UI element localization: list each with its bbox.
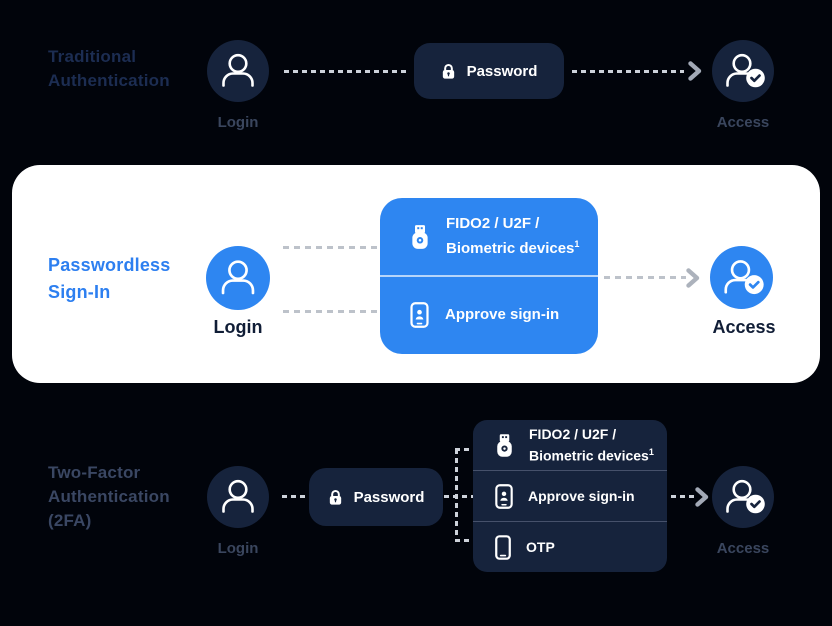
arrow-chevron-icon (686, 268, 700, 288)
title-line: Authentication (48, 71, 170, 90)
login-label: Login (213, 317, 263, 337)
login-avatar (206, 246, 270, 310)
dashed-connector (604, 276, 686, 279)
access-label: Access (716, 540, 770, 557)
title-line: Passwordless (48, 255, 171, 275)
option-row-approve: Approve sign-in (473, 471, 667, 521)
footnote-marker: 1 (648, 447, 654, 458)
footnote-marker: 1 (574, 239, 580, 250)
login-avatar (207, 40, 269, 102)
access-avatar (710, 246, 773, 309)
option-row-approve: Approve sign-in (380, 277, 598, 354)
password-pill-label: Password (353, 488, 425, 506)
user-icon (206, 246, 270, 310)
password-pill: Password (414, 43, 564, 99)
traditional-section-title: Traditional Authentication (48, 45, 170, 93)
passwordless-options-box: FIDO2 / U2F / Biometric devices1 Approve… (380, 198, 598, 354)
dotted-connector (455, 539, 473, 542)
access-avatar (712, 40, 774, 102)
title-line: Sign-In (48, 282, 111, 302)
user-icon (207, 466, 269, 528)
login-label: Login (217, 540, 259, 557)
security-key-icon (495, 433, 514, 458)
user-check-icon (712, 466, 774, 528)
lock-icon (328, 489, 343, 506)
approve-phone-icon (410, 302, 429, 329)
option-label: Approve sign-in (445, 306, 560, 324)
approve-phone-icon (495, 483, 513, 509)
otp-phone-icon (495, 534, 511, 560)
dotted-connector (455, 448, 473, 451)
login-avatar (207, 466, 269, 528)
twofactor-options-box: FIDO2 / U2F / Biometric devices1 Approve… (473, 420, 667, 572)
arrow-chevron-icon (688, 61, 702, 81)
dotted-connector (284, 70, 406, 73)
option-row-otp: OTP (473, 522, 667, 572)
password-pill-label: Password (466, 62, 538, 80)
option-label: Approve sign-in (528, 488, 635, 504)
title-line: Authentication (48, 487, 170, 506)
security-key-icon (410, 224, 430, 250)
dotted-connector (671, 495, 695, 498)
user-check-icon (710, 246, 773, 309)
option-row-fido: FIDO2 / U2F / Biometric devices1 (473, 420, 667, 470)
option-label: FIDO2 / U2F / Biometric devices1 (446, 215, 580, 258)
password-pill: Password (309, 468, 443, 526)
option-row-fido: FIDO2 / U2F / Biometric devices1 (380, 198, 598, 275)
option-label: OTP (526, 539, 555, 555)
dotted-connector (572, 70, 684, 73)
dashed-connector (283, 310, 378, 313)
title-line: (2FA) (48, 511, 92, 530)
dotted-connector (282, 495, 308, 498)
login-label: Login (217, 114, 259, 131)
title-line: Two-Factor (48, 463, 141, 482)
dashed-connector (283, 246, 378, 249)
lock-icon (441, 63, 456, 80)
row-divider (380, 275, 598, 277)
access-avatar (712, 466, 774, 528)
row-divider (473, 521, 667, 522)
access-label: Access (716, 114, 770, 131)
access-label: Access (712, 317, 776, 337)
row-divider (473, 470, 667, 471)
title-line: Traditional (48, 47, 137, 66)
option-label: FIDO2 / U2F / Biometric devices1 (529, 426, 654, 464)
arrow-chevron-icon (695, 487, 709, 507)
user-check-icon (712, 40, 774, 102)
dotted-connector (444, 495, 473, 498)
user-icon (207, 40, 269, 102)
passwordless-section-title: Passwordless Sign-In (48, 252, 170, 306)
twofactor-section-title: Two-Factor Authentication (2FA) (48, 461, 170, 533)
